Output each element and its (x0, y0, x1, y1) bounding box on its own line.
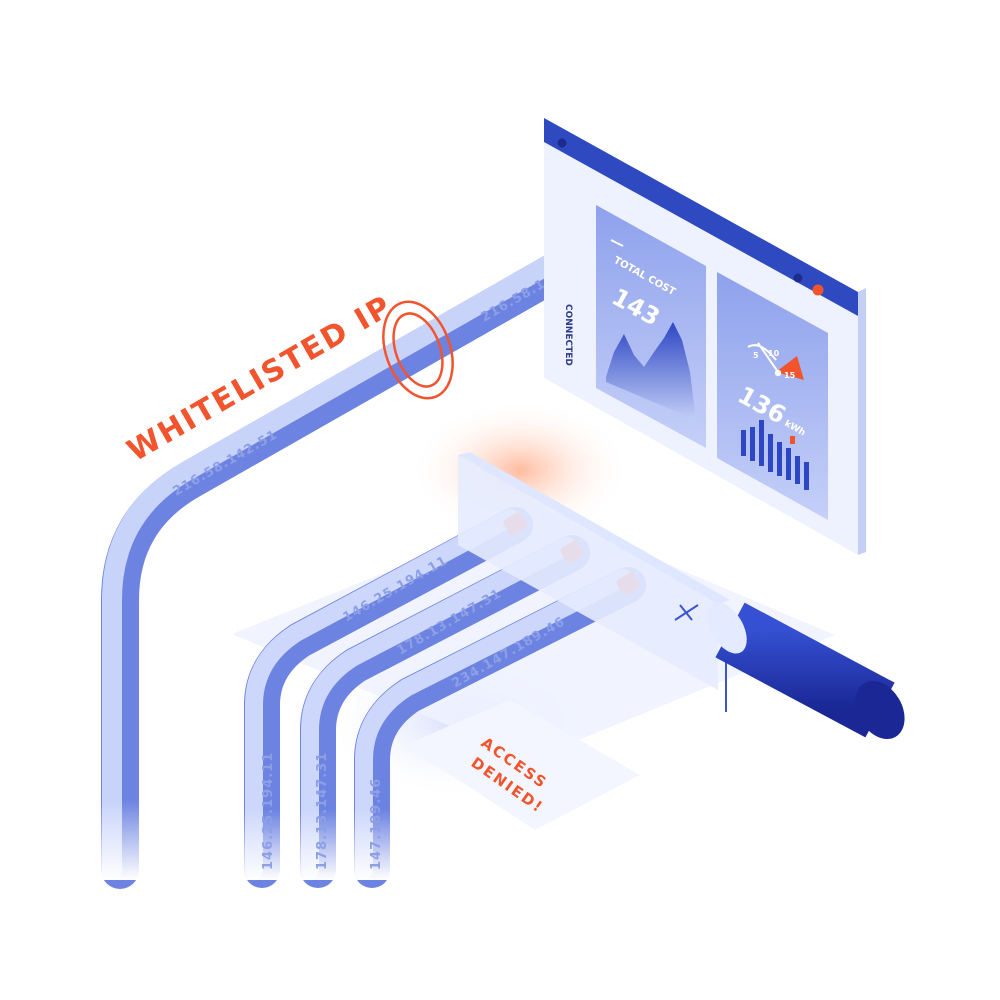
dashboard-window: CONNECTED TOTAL COST 143 5 10 15 136 kWh (544, 118, 866, 555)
whitelisted-pipe (80, 246, 587, 889)
access-denied-card (405, 700, 640, 830)
window-dot-left-icon (557, 138, 567, 148)
denied-ip-1-vertical: 146.25.194.11 (261, 752, 276, 870)
denied-pipes-fade (220, 810, 420, 880)
energy-bars (741, 420, 809, 490)
dark-cable (707, 602, 905, 740)
menu-icon (610, 239, 624, 247)
target-rings-icon (382, 300, 454, 400)
window-dot-gray-icon (793, 273, 803, 283)
energy-panel (717, 272, 828, 520)
connected-label: CONNECTED (563, 304, 573, 366)
denied-ip-3-vertical: 147.189.46 (369, 778, 384, 870)
gauge-label-5: 5 (753, 351, 759, 360)
gauge-label-15: 15 (784, 371, 796, 380)
gauge-label-10: 10 (768, 349, 780, 358)
window-close-icon (812, 284, 824, 296)
gauge-icon (747, 342, 804, 380)
total-cost-area (606, 322, 696, 420)
denied-ip-2-vertical: 178.13.147.31 (315, 752, 330, 870)
